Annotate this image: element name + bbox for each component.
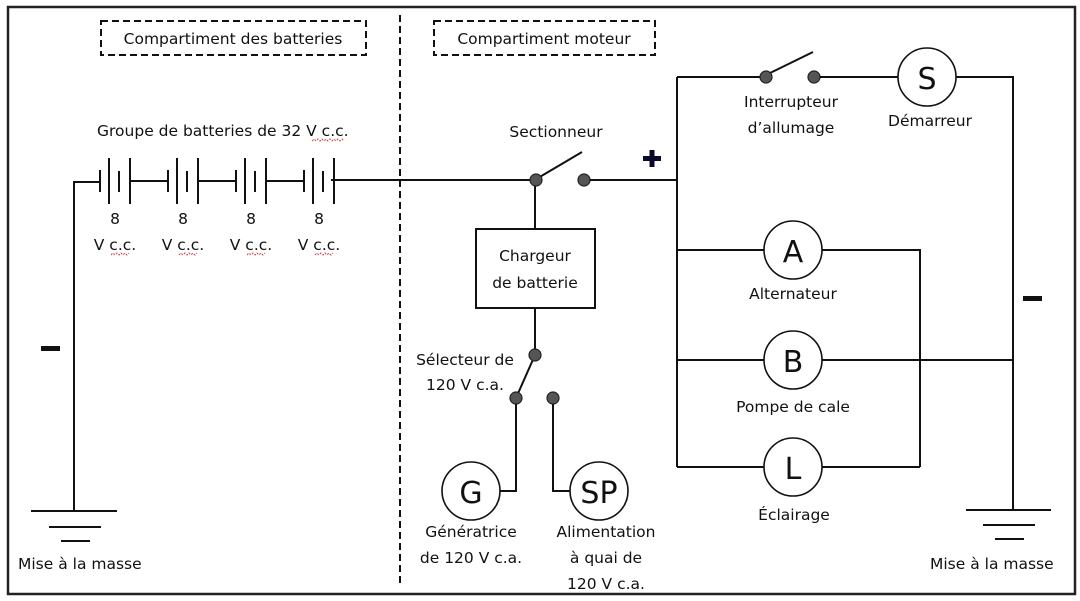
battery-cell-unit: V c.c. xyxy=(230,236,272,254)
plus-icon xyxy=(643,150,661,167)
alternator: A xyxy=(763,220,823,280)
svg-text:Chargeur: Chargeur xyxy=(499,247,571,265)
battery-compartment-label: Compartiment des batteries xyxy=(100,20,367,56)
battery-cell-icon xyxy=(167,158,199,204)
svg-text:de batterie: de batterie xyxy=(492,274,578,292)
ground-left-label: Mise à la masse xyxy=(18,555,142,573)
generator-label-line1: Génératrice xyxy=(425,523,517,541)
selector-to-shore-wire xyxy=(552,404,570,492)
svg-text:SP: SP xyxy=(580,476,617,511)
spellcheck-underline xyxy=(314,252,334,256)
battery-cell-voltage: 8 xyxy=(110,210,120,228)
starter-motor: S xyxy=(897,47,957,107)
svg-text:B: B xyxy=(783,345,804,380)
ac-selector-switch[interactable] xyxy=(509,348,560,405)
svg-text:Compartiment des batteries: Compartiment des batteries xyxy=(124,30,343,48)
battery-cell-unit: V c.c. xyxy=(94,236,136,254)
battery-cell-voltage: 8 xyxy=(314,210,324,228)
disconnect-switch[interactable] xyxy=(529,151,591,187)
negative-bus-right xyxy=(956,76,1014,511)
battery-charger: Chargeur de batterie xyxy=(475,228,596,309)
svg-text:Compartiment moteur: Compartiment moteur xyxy=(457,30,631,48)
diagram-frame xyxy=(6,5,1077,596)
shore-power-label-line3: 120 V c.a. xyxy=(567,575,645,593)
spellcheck-underline xyxy=(110,252,130,256)
selector-label-line2: 120 V c.a. xyxy=(426,376,504,394)
svg-text:G: G xyxy=(459,476,482,511)
spellcheck-underline xyxy=(178,252,198,256)
starter-label: Démarreur xyxy=(888,112,973,130)
shore-power: SP xyxy=(569,461,629,521)
ignition-switch[interactable] xyxy=(759,51,821,84)
svg-text:A: A xyxy=(783,235,804,270)
ignition-label-line1: Interrupteur xyxy=(744,93,839,111)
battery-cell-icon xyxy=(99,158,131,204)
shore-power-label-line2: à quai de xyxy=(570,549,642,567)
svg-text:S: S xyxy=(917,62,936,97)
minus-left-icon xyxy=(41,346,60,351)
alternator-return-wire xyxy=(822,249,921,467)
disconnect-switch-label: Sectionneur xyxy=(509,123,603,141)
bilge-pump: B xyxy=(763,330,823,390)
lighting-label: Éclairage xyxy=(758,505,830,524)
generator: G xyxy=(441,461,501,521)
battery-cells: 8 V c.c. 8 V c.c. 8 V c.c. 8 V c.c. xyxy=(94,158,340,256)
selector-label-line1: Sélecteur de xyxy=(416,351,514,369)
ground-right-label: Mise à la masse xyxy=(930,555,1054,573)
spellcheck-underline xyxy=(246,252,266,256)
battery-cell-icon xyxy=(235,158,267,204)
svg-text:L: L xyxy=(785,452,802,487)
alternator-label: Alternateur xyxy=(749,285,837,303)
engine-compartment-label: Compartiment moteur xyxy=(433,20,656,56)
bilge-pump-label: Pompe de cale xyxy=(736,398,850,416)
battery-bank-title: Groupe de batteries de 32 V c.c. xyxy=(97,122,349,140)
battery-cell-unit: V c.c. xyxy=(298,236,340,254)
ground-right-icon xyxy=(966,509,1051,540)
battery-cell-unit: V c.c. xyxy=(162,236,204,254)
battery-cell-icon xyxy=(303,158,335,204)
negative-wire-left xyxy=(73,181,100,511)
ignition-label-line2: d’allumage xyxy=(748,119,835,137)
battery-cell-voltage: 8 xyxy=(178,210,188,228)
selector-to-generator-wire xyxy=(500,404,517,492)
ground-left-icon xyxy=(31,510,117,542)
generator-label-line2: de 120 V c.a. xyxy=(420,549,522,567)
battery-cell-voltage: 8 xyxy=(246,210,256,228)
shore-power-label-line1: Alimentation xyxy=(557,523,656,541)
minus-right-icon xyxy=(1023,296,1042,301)
lighting: L xyxy=(763,437,823,497)
